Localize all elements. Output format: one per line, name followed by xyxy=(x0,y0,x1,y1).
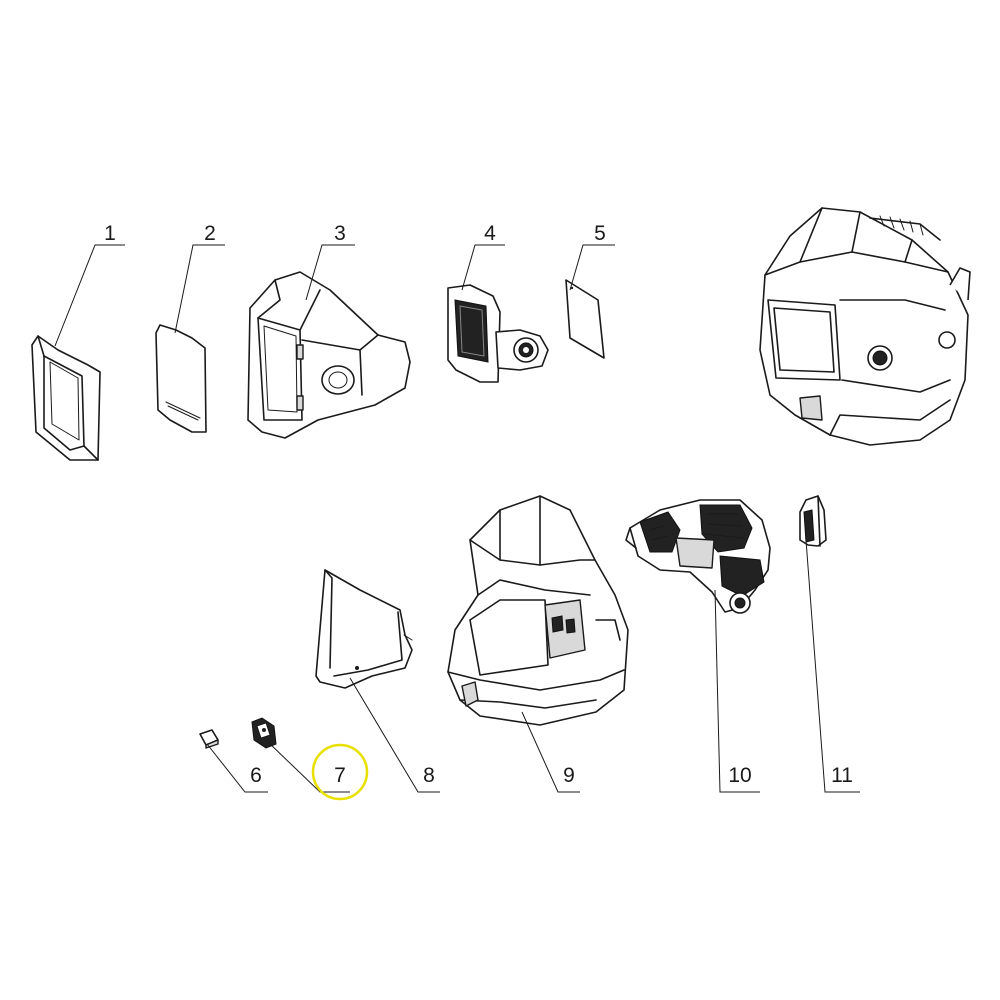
callout-6[interactable]: 6 xyxy=(250,764,262,787)
part-10-headgear[interactable] xyxy=(625,499,771,614)
callout-labels: 1 2 3 4 5 6 7 8 9 10 11 xyxy=(104,222,853,787)
callout-10[interactable]: 10 xyxy=(728,764,751,787)
callout-5[interactable]: 5 xyxy=(594,222,606,245)
callout-8[interactable]: 8 xyxy=(423,764,435,787)
callout-7[interactable]: 7 xyxy=(334,764,346,787)
callout-2[interactable]: 2 xyxy=(204,222,216,245)
assembled-helmet xyxy=(759,207,971,446)
callout-11[interactable]: 11 xyxy=(831,764,853,787)
part-4-adf-cartridge[interactable] xyxy=(447,284,549,383)
callout-1[interactable]: 1 xyxy=(104,222,116,245)
part-9-helmet-shell[interactable] xyxy=(447,495,629,726)
part-8-clear-visor[interactable] xyxy=(315,569,413,689)
callout-3[interactable]: 3 xyxy=(334,222,346,245)
part-6-battery[interactable] xyxy=(199,729,219,749)
part-2-inner-lens[interactable] xyxy=(155,324,207,433)
part-7-module[interactable] xyxy=(251,717,277,749)
callout-7-highlight-circle xyxy=(311,743,369,801)
part-3-adf-holder[interactable] xyxy=(247,271,411,439)
part-11-clip[interactable] xyxy=(799,495,827,547)
callout-9[interactable]: 9 xyxy=(563,764,575,787)
leader-lines xyxy=(54,244,860,793)
callout-4[interactable]: 4 xyxy=(484,222,496,245)
part-1-cover-frame[interactable] xyxy=(31,335,101,461)
part-5-plate[interactable] xyxy=(565,279,605,359)
